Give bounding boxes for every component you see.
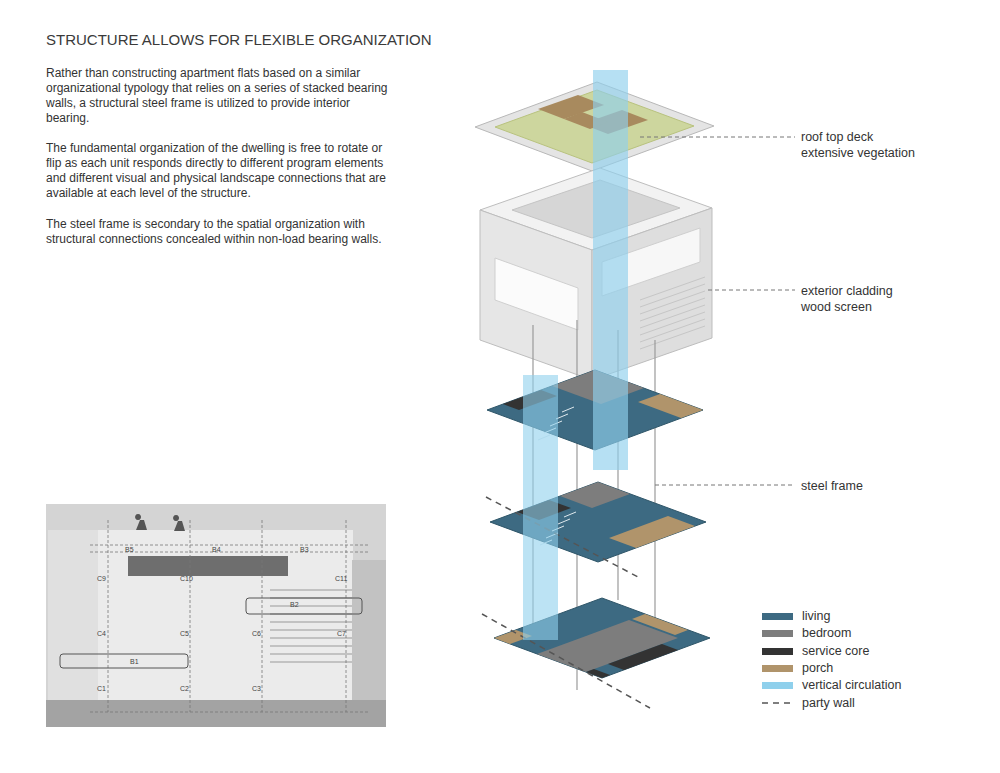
box-window [495, 258, 578, 330]
body-paragraph: Rather than constructing apartment flats… [46, 66, 396, 126]
floor-plate [482, 598, 710, 708]
page-title: STRUCTURE ALLOWS FOR FLEXIBLE ORGANIZATI… [46, 31, 432, 48]
legend-label: porch [802, 661, 833, 675]
photo-slat [270, 605, 352, 607]
vertical-circulation [523, 375, 558, 640]
column-tag: C3 [252, 685, 261, 693]
photo-building [48, 530, 353, 705]
leader-line [708, 290, 795, 291]
photo-slat [270, 589, 352, 591]
photo-structure-overlay [90, 520, 370, 712]
porch-area [609, 516, 695, 548]
screen-slat [640, 305, 705, 328]
photo-slat [270, 645, 352, 647]
column-tag: C6 [252, 630, 261, 638]
screen-slat [640, 326, 705, 349]
party-wall-sample [762, 702, 793, 704]
legend-swatch [762, 630, 793, 637]
photo-slat [270, 621, 352, 623]
column-line [108, 520, 109, 712]
legend-label: bedroom [802, 626, 851, 640]
column-line [190, 520, 191, 712]
beam-tag: B2 [290, 601, 299, 609]
grade-line [90, 712, 370, 713]
legend-swatch [762, 665, 793, 672]
photo-wood-screen [270, 590, 352, 662]
legend-label: service core [802, 644, 869, 658]
screen-slat [640, 298, 705, 321]
column-tag: C5 [180, 630, 189, 638]
bedroom-area [560, 482, 630, 508]
porch-area [632, 614, 688, 635]
callout-label: roof top deck extensive vegetation [801, 129, 926, 161]
callout-label: exterior cladding wood screen [801, 283, 913, 315]
beam-tag: B1 [130, 658, 139, 666]
vertical-circulation [593, 70, 628, 470]
wood-screen [640, 277, 705, 349]
callout-label: steel frame [801, 478, 941, 494]
legend-swatch [762, 648, 793, 655]
photo-wall [48, 530, 98, 705]
service-core [608, 644, 678, 670]
beam-tag: B5 [125, 546, 134, 554]
legend-label: living [802, 609, 831, 623]
legend-label: party wall [802, 696, 855, 710]
party-wall [486, 497, 640, 578]
body-paragraph: The steel frame is secondary to the spat… [46, 217, 396, 247]
photo-worker [173, 515, 185, 531]
legend-line-sample [762, 699, 793, 707]
leader-line [655, 485, 795, 486]
beam-tag: B4 [212, 546, 221, 554]
photo-slat [270, 637, 352, 639]
box-left-face [480, 210, 592, 380]
photo-beam-frames [60, 598, 362, 668]
column-line [346, 520, 347, 712]
photo-slat [270, 661, 352, 663]
screen-slat [640, 277, 705, 300]
photo-ground [46, 700, 386, 727]
leader-lines [640, 137, 795, 485]
beam-line [90, 545, 370, 546]
legend-label: vertical circulation [802, 678, 901, 692]
party-wall [482, 614, 650, 708]
photo-sky [46, 504, 386, 727]
porch-area [638, 394, 703, 418]
screen-slat [640, 291, 705, 314]
photo-tree [352, 560, 386, 700]
column-line [262, 520, 263, 712]
photo-window-band [128, 556, 288, 576]
column-tag: C1 [97, 685, 106, 693]
site-photo [46, 504, 386, 727]
column-tag: C11 [335, 575, 347, 583]
beam-frame [60, 654, 188, 668]
photo-slat [270, 653, 352, 655]
photo-worker [135, 514, 147, 530]
column-tag: C10 [180, 575, 193, 583]
beam-frame [246, 598, 362, 614]
column-tag: C4 [97, 630, 106, 638]
screen-slat [640, 319, 705, 342]
floor-plate [486, 482, 706, 578]
column-tag: C7 [337, 630, 346, 638]
stair-tread [564, 512, 576, 517]
stair-tread [562, 407, 574, 412]
beam-tag: B3 [300, 546, 309, 554]
legend-swatch [762, 682, 793, 689]
stair-tread [558, 519, 570, 524]
column-tag: C9 [97, 575, 106, 583]
legend-swatch [762, 613, 793, 620]
screen-slat [640, 284, 705, 307]
screen-slat [640, 312, 705, 335]
column-tag: C2 [180, 685, 189, 693]
living-area [490, 482, 706, 562]
leader-line [640, 137, 795, 138]
body-paragraph: The fundamental organization of the dwel… [46, 141, 396, 201]
